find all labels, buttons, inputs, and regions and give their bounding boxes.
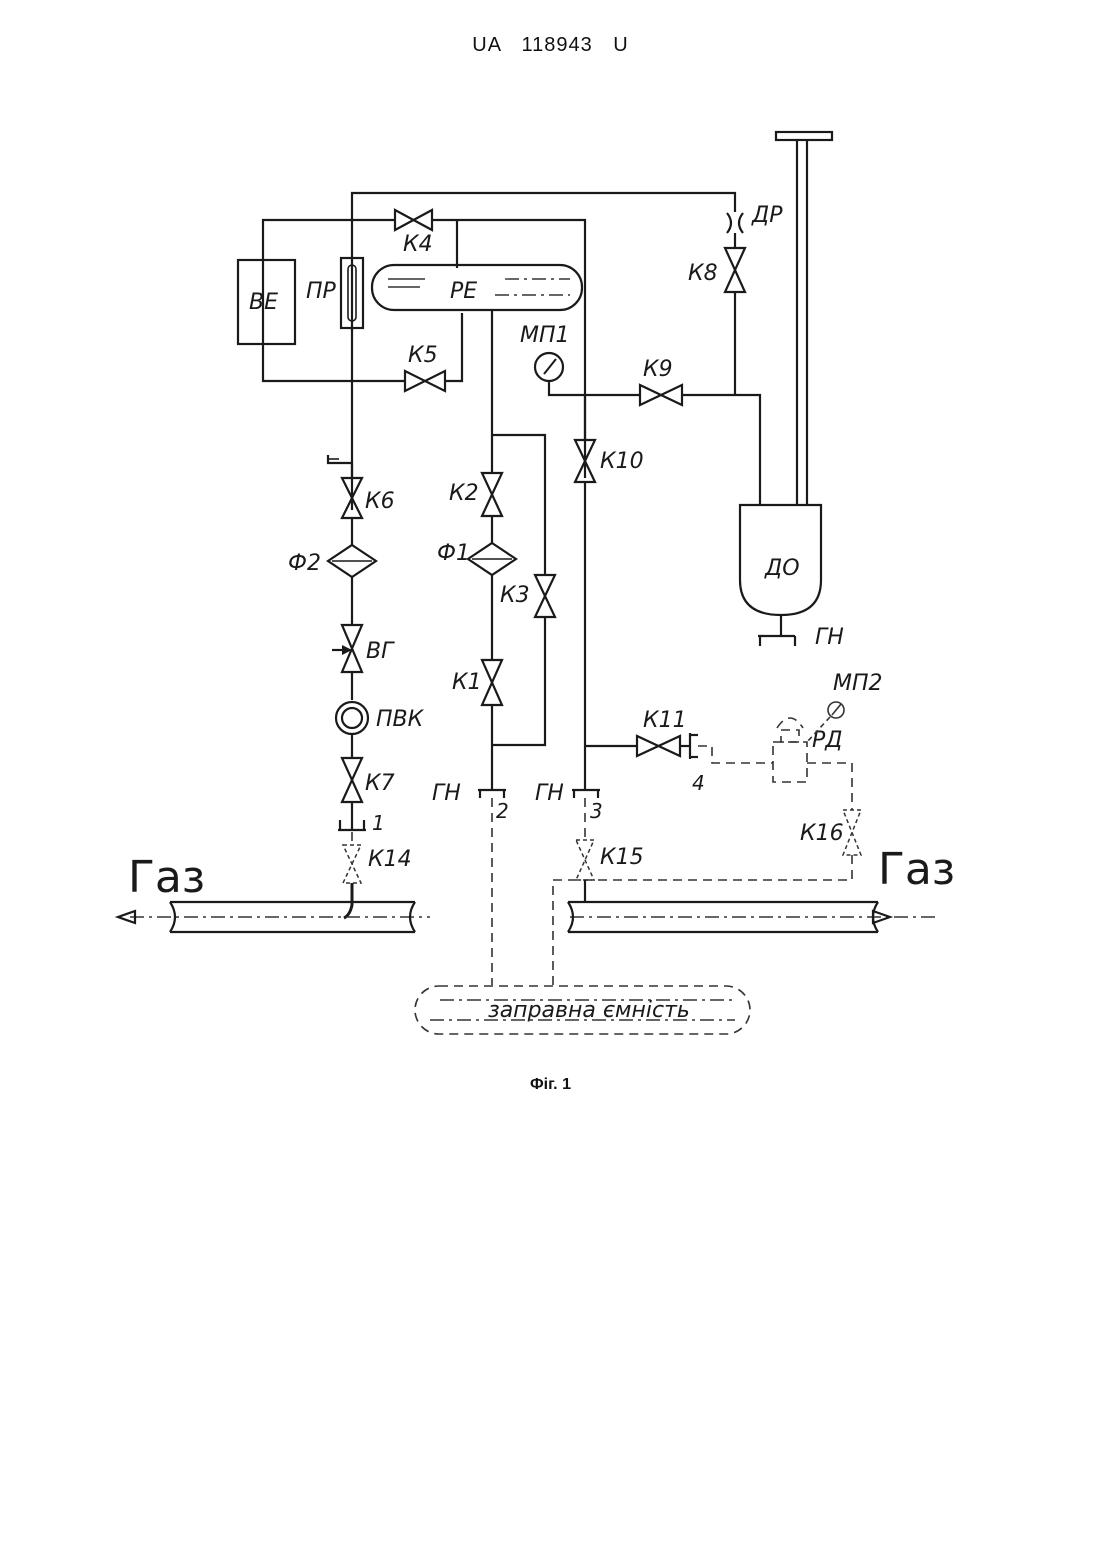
k4-label: К4: [403, 232, 433, 257]
k4-valve-icon: [395, 210, 432, 230]
k8-valve-icon: [725, 248, 745, 292]
k2-label: К2: [449, 481, 479, 506]
dr-label: ДР: [751, 203, 783, 228]
k14-valve-icon: [343, 845, 361, 883]
gas-pipe-left: [118, 902, 430, 932]
connector-4: [680, 733, 698, 759]
mp1-label: МП1: [520, 323, 570, 348]
do-label: ДО: [764, 556, 800, 581]
ve-label: ВЕ: [249, 290, 278, 315]
k7-valve-icon: [342, 758, 362, 802]
k3-valve-icon: [535, 575, 555, 617]
connector-3: [572, 790, 600, 798]
gn-do-label: ГН: [815, 625, 844, 650]
gas-pipe-right: [568, 902, 935, 932]
k5-valve-icon: [405, 371, 445, 391]
rd-regulator: [773, 742, 807, 782]
k16-valve-icon: [843, 810, 861, 855]
k8-label: К8: [688, 261, 718, 286]
connector-2: [478, 790, 506, 798]
k16-label: К16: [800, 821, 844, 846]
f2-label: Ф2: [288, 551, 321, 576]
k10-label: К10: [600, 449, 644, 474]
k11-label: К11: [643, 708, 687, 733]
pr-label: ПР: [306, 279, 337, 304]
num2-label: 2: [496, 799, 509, 823]
k14-label: К14: [368, 847, 412, 872]
gn3-label: ГН: [535, 781, 564, 806]
do-drain: [758, 615, 795, 646]
gas-right-label: Газ: [878, 844, 955, 895]
k15-label: К15: [600, 845, 644, 870]
figure-caption: Фіг. 1: [0, 1076, 1101, 1094]
mp2-label: МП2: [833, 671, 883, 696]
k6-label: К6: [365, 489, 395, 514]
pvk-label: ПВК: [376, 707, 425, 732]
re-label: РЕ: [450, 279, 477, 304]
num1-label: 1: [372, 811, 385, 835]
dipstick: [776, 132, 832, 505]
k15-valve-icon: [576, 840, 594, 880]
k9-label: К9: [643, 357, 673, 382]
k3-label: К3: [500, 583, 530, 608]
k1-valve-icon: [482, 660, 502, 705]
k11-valve-icon: [637, 736, 680, 756]
tank-label: заправна ємність: [488, 998, 690, 1023]
num3-label: 3: [590, 799, 603, 823]
f2-filter-icon: [328, 545, 376, 577]
num4-label: 4: [692, 771, 705, 795]
f1-filter-icon: [468, 543, 516, 575]
pvk-icon: [336, 702, 368, 734]
vg-label: ВГ: [366, 639, 395, 664]
k1-label: К1: [452, 670, 482, 695]
sample-tap: [328, 455, 352, 463]
gn2-label: ГН: [432, 781, 461, 806]
k5-label: К5: [408, 343, 438, 368]
f1-label: Ф1: [437, 541, 470, 566]
gas-left-label: Газ: [128, 852, 205, 903]
k9-valve-icon: [640, 385, 682, 405]
dr-throttle-icon: [727, 213, 743, 233]
k2-valve-icon: [482, 473, 502, 516]
k7-label: К7: [365, 771, 395, 796]
